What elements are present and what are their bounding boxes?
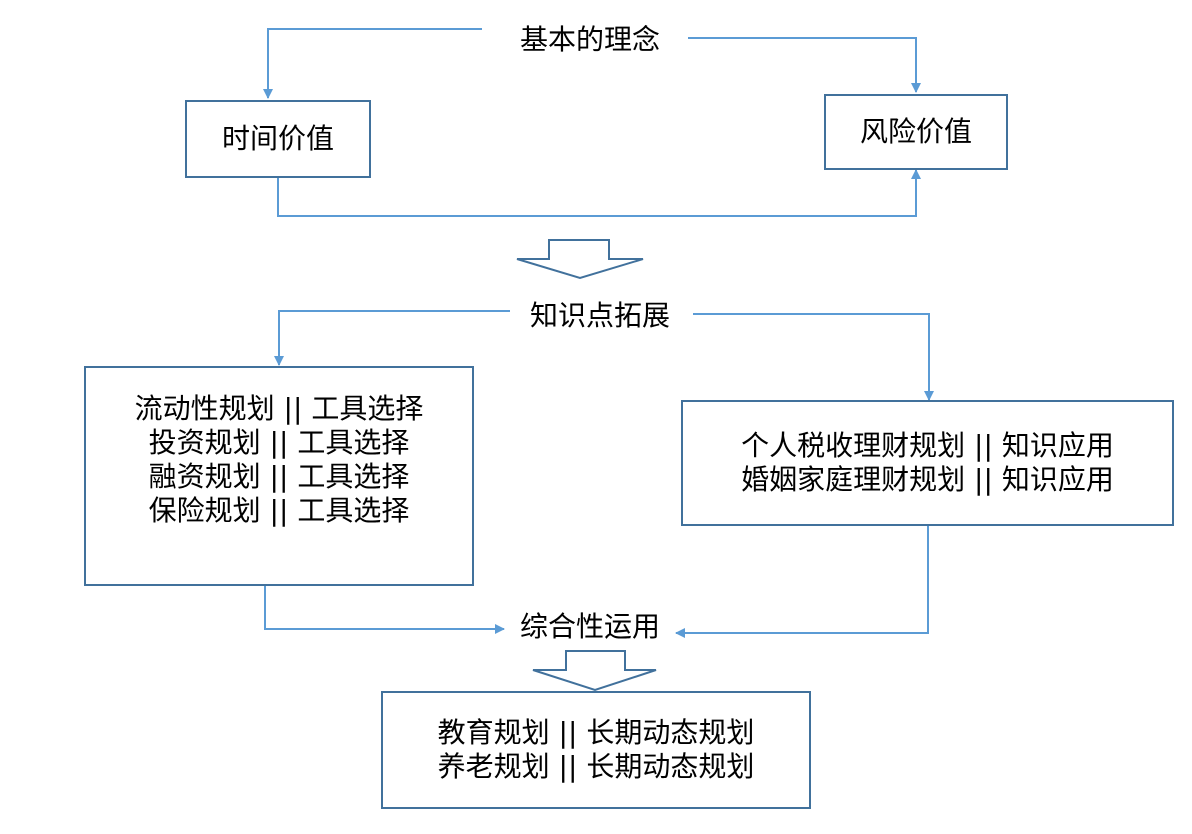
right-planning-box: 个人税收理财规划 || 知识应用 婚姻家庭理财规划 || 知识应用 <box>681 400 1174 526</box>
right-box-line: 婚姻家庭理财规划 || 知识应用 <box>741 463 1114 496</box>
arrow-expand-to-right <box>693 313 934 401</box>
block-arrow-down-2 <box>532 650 657 692</box>
left-box-line: 投资规划 || 工具选择 <box>148 426 410 459</box>
arrow-expand-to-left <box>274 310 510 366</box>
arrow-left-to-combined <box>264 586 505 634</box>
arrow-right-to-combined <box>675 526 929 638</box>
risk-value-label: 风险价值 <box>859 115 972 148</box>
left-box-line: 保险规划 || 工具选择 <box>148 494 410 527</box>
right-box-line: 个人税收理财规划 || 知识应用 <box>741 429 1114 462</box>
arrow-top-to-time <box>263 28 482 99</box>
top-concept-label: 基本的理念 <box>519 23 660 56</box>
risk-value-box: 风险价值 <box>824 94 1008 170</box>
left-box-line: 融资规划 || 工具选择 <box>148 460 410 493</box>
block-arrow-down-1 <box>516 239 644 280</box>
bottom-box-line: 养老规划 || 长期动态规划 <box>437 750 755 783</box>
arrow-time-to-risk <box>277 169 921 217</box>
combined-use-label: 综合性运用 <box>519 610 660 643</box>
bottom-box-line: 教育规划 || 长期动态规划 <box>437 716 755 749</box>
time-value-box: 时间价值 <box>185 100 371 178</box>
left-box-line: 流动性规划 || 工具选择 <box>134 392 424 425</box>
knowledge-expand-label: 知识点拓展 <box>529 299 670 332</box>
time-value-label: 时间价值 <box>221 122 334 155</box>
arrow-top-to-risk <box>688 37 921 93</box>
left-planning-box: 流动性规划 || 工具选择 投资规划 || 工具选择 融资规划 || 工具选择 … <box>84 366 474 586</box>
bottom-planning-box: 教育规划 || 长期动态规划 养老规划 || 长期动态规划 <box>381 691 811 809</box>
